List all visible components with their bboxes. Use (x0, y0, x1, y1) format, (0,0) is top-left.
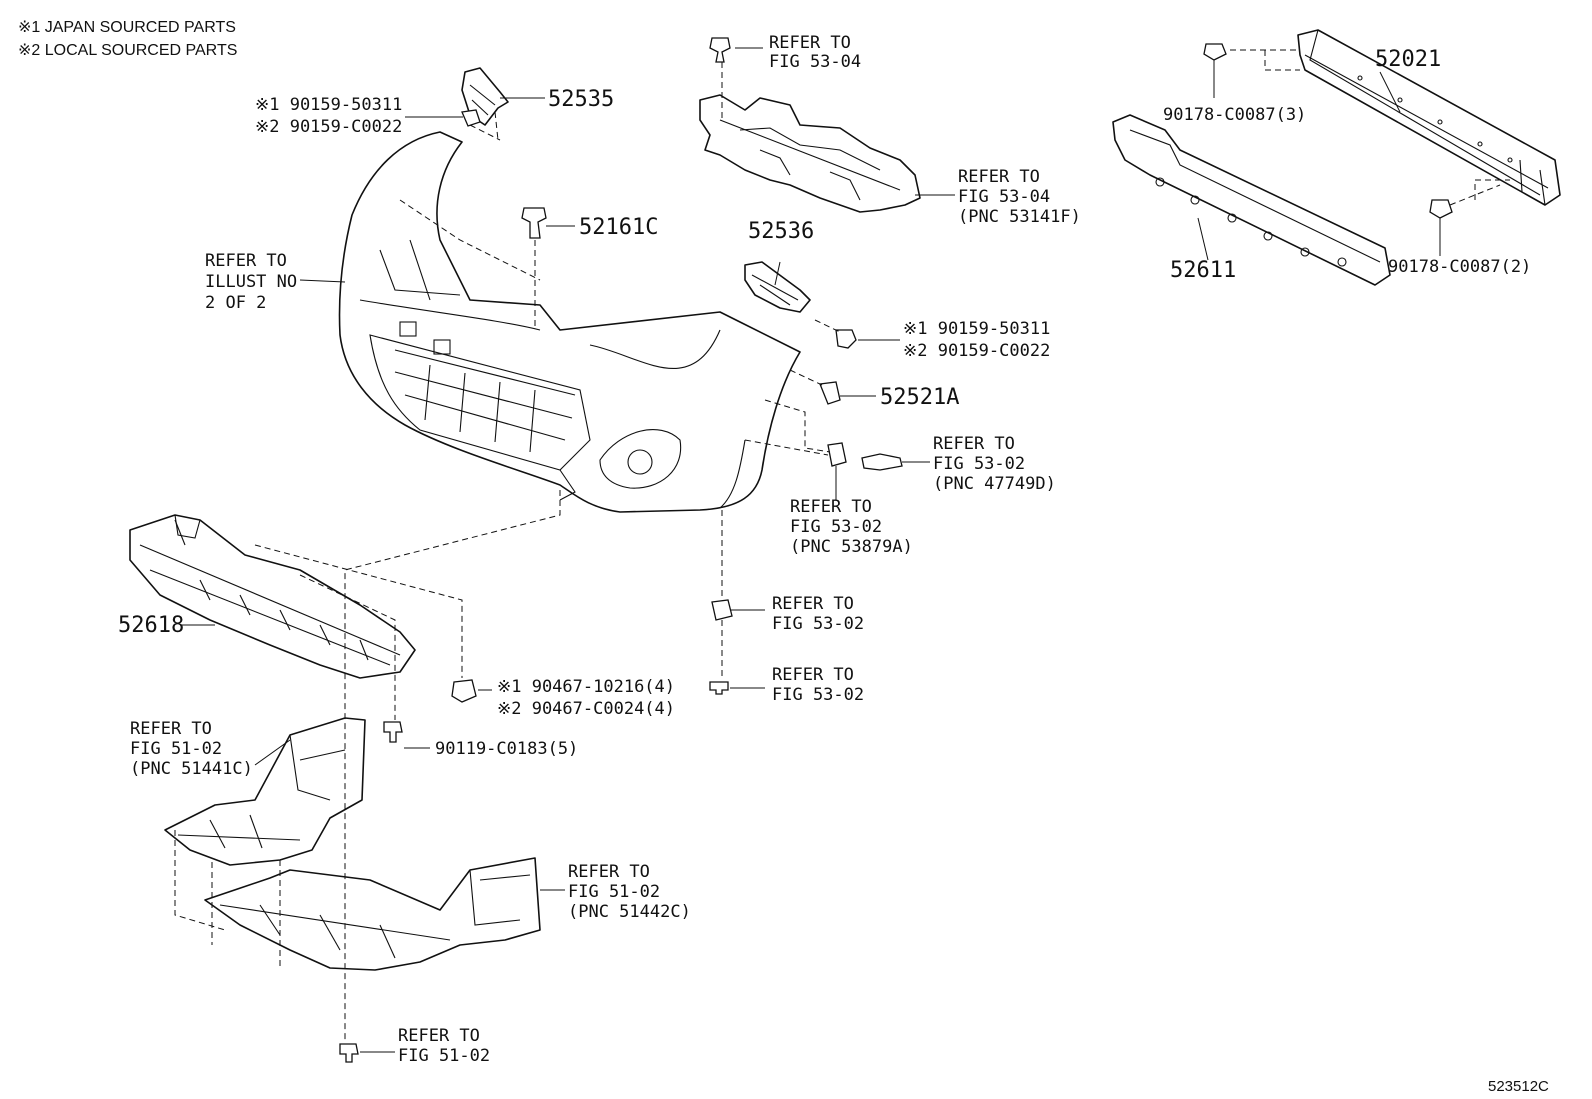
fastener-nut-bottom: 90178-C0087(2) (1388, 257, 1531, 277)
diagram-code: 523512C (1488, 1078, 1549, 1095)
part-number-52536: 52536 (748, 219, 814, 244)
svg-text:FIG 51-02: FIG 51-02 (398, 1046, 490, 1066)
under-cover-left-illustration (164, 717, 366, 866)
svg-text:REFER TO: REFER TO (958, 167, 1040, 187)
refer-to-fig-53-04-pnc-53141f: REFER TO FIG 53-04 (PNC 53141F) (958, 167, 1081, 227)
svg-text:REFER TO: REFER TO (568, 862, 650, 882)
part-number-52611: 52611 (1170, 258, 1236, 283)
svg-text:(PNC 51442C): (PNC 51442C) (568, 902, 691, 922)
fastener-left-local: ※2 90159-C0022 (255, 117, 402, 137)
refer-to-fig-53-02-pnc-47749d: REFER TO FIG 53-02 (PNC 47749D) (933, 434, 1056, 494)
svg-text:REFER TO: REFER TO (398, 1026, 480, 1046)
energy-absorber-illustration (1112, 114, 1391, 286)
refer-to-fig-53-02-bolt: REFER TO FIG 53-02 (772, 665, 864, 705)
svg-text:REFER TO: REFER TO (933, 434, 1015, 454)
svg-text:FIG 51-02: FIG 51-02 (568, 882, 660, 902)
svg-text:ILLUST NO: ILLUST NO (205, 272, 297, 292)
svg-text:REFER TO: REFER TO (205, 251, 287, 271)
bumper-cover-illustration (338, 131, 801, 513)
local-sourced-note: ※2 LOCAL SOURCED PARTS (18, 42, 237, 59)
part-number-52161C: 52161C (579, 215, 658, 240)
bracket-52535-illustration (461, 67, 509, 127)
refer-to-illust-no-2-of-2: REFER TO ILLUST NO 2 OF 2 (205, 251, 297, 313)
svg-text:REFER TO: REFER TO (130, 719, 212, 739)
radiator-support-cover-illustration (699, 94, 921, 213)
svg-text:(PNC 53879A): (PNC 53879A) (790, 537, 913, 557)
svg-text:FIG 53-02: FIG 53-02 (790, 517, 882, 537)
part-number-52521A: 52521A (880, 385, 959, 410)
refer-to-fig-51-02-bolt: REFER TO FIG 51-02 (398, 1026, 490, 1066)
japan-sourced-note: ※1 JAPAN SOURCED PARTS (18, 19, 236, 36)
svg-text:REFER TO: REFER TO (772, 594, 854, 614)
fastener-right-japan: ※1 90159-50311 (903, 319, 1050, 339)
refer-to-fig-51-02-pnc-51442c: REFER TO FIG 51-02 (PNC 51442C) (568, 862, 691, 922)
part-number-52618: 52618 (118, 613, 184, 638)
svg-text:2 OF 2: 2 OF 2 (205, 293, 266, 313)
fastener-right-local: ※2 90159-C0022 (903, 341, 1050, 361)
fastener-clip-japan: ※1 90467-10216(4) (497, 677, 675, 697)
leader-lines (180, 47, 1441, 1053)
svg-text:REFER TO: REFER TO (790, 497, 872, 517)
refer-to-fig-53-02-pnc-53879a: REFER TO FIG 53-02 (PNC 53879A) (790, 497, 913, 557)
under-cover-right-illustration (204, 857, 541, 971)
bumper-reinforcement-illustration (1297, 29, 1561, 206)
svg-text:REFER TO: REFER TO (769, 33, 851, 53)
part-number-52021: 52021 (1375, 47, 1441, 72)
svg-text:FIG 53-02: FIG 53-02 (772, 614, 864, 634)
fastener-clip-local: ※2 90467-C0024(4) (497, 699, 675, 719)
svg-text:FIG 53-02: FIG 53-02 (933, 454, 1025, 474)
refer-to-fig-51-02-pnc-51441c: REFER TO FIG 51-02 (PNC 51441C) (130, 719, 253, 779)
refer-to-fig-53-02-clip: REFER TO FIG 53-02 (772, 594, 864, 634)
svg-text:FIG 53-02: FIG 53-02 (772, 685, 864, 705)
fastener-bolt: 90119-C0183(5) (435, 739, 578, 759)
refer-to-fig-53-04-top: REFER TO FIG 53-04 (769, 33, 861, 72)
fastener-shapes (339, 37, 1453, 1063)
fastener-left-japan: ※1 90159-50311 (255, 95, 402, 115)
svg-text:REFER TO: REFER TO (772, 665, 854, 685)
bracket-52536-illustration (744, 261, 811, 313)
part-number-52535: 52535 (548, 87, 614, 112)
svg-text:FIG 51-02: FIG 51-02 (130, 739, 222, 759)
svg-text:(PNC 47749D): (PNC 47749D) (933, 474, 1056, 494)
svg-text:(PNC 53141F): (PNC 53141F) (958, 207, 1081, 227)
svg-text:(PNC 51441C): (PNC 51441C) (130, 759, 253, 779)
assembly-lines (174, 49, 1510, 1040)
svg-text:FIG 53-04: FIG 53-04 (769, 52, 861, 72)
svg-text:FIG 53-04: FIG 53-04 (958, 187, 1050, 207)
fastener-nut-top: 90178-C0087(3) (1163, 105, 1306, 125)
engine-under-cover-illustration (129, 514, 416, 679)
